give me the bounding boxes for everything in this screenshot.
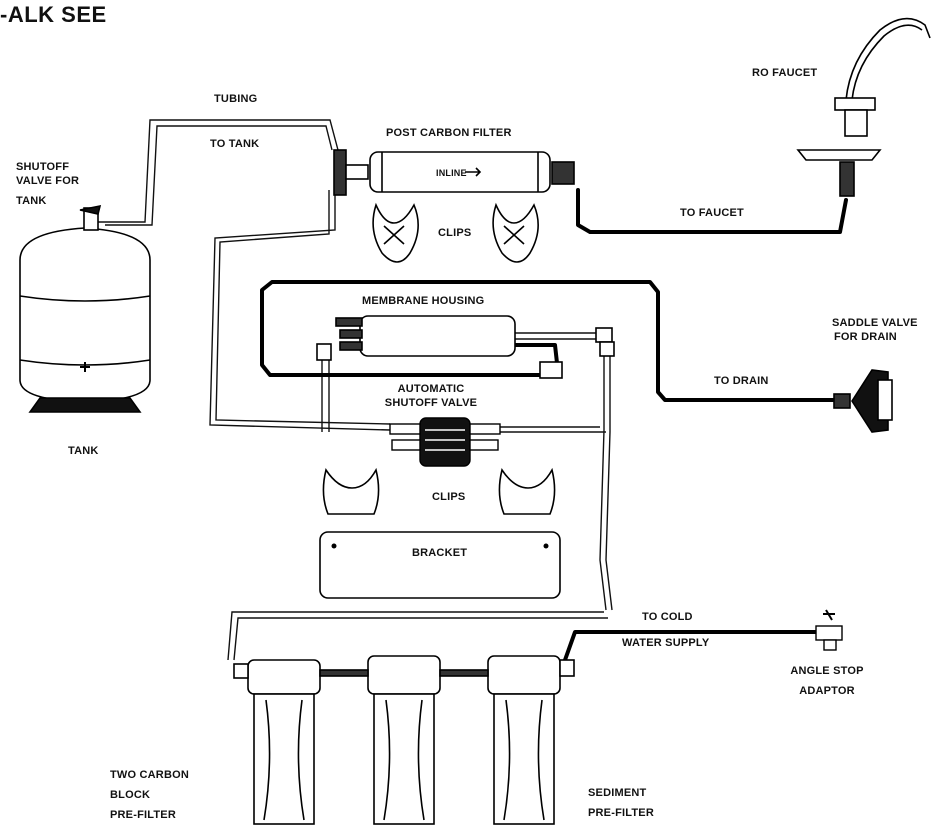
label-automatic-shutoff: AUTOMATIC SHUTOFF VALVE	[376, 382, 486, 410]
label-to-drain: TO DRAIN	[714, 375, 769, 387]
label-sediment-line2: PRE-FILTER	[588, 807, 654, 819]
label-angle-line2: ADAPTOR	[799, 685, 855, 697]
clips-middle-icon	[322, 467, 556, 515]
label-clips-middle: CLIPS	[432, 491, 466, 503]
thick-tubing	[260, 188, 848, 662]
label-post-carbon-filter: POST CARBON FILTER	[386, 127, 512, 139]
bracket-plate	[319, 531, 561, 599]
label-auto-line1: AUTOMATIC	[397, 383, 465, 395]
label-shutoff-line3: TANK	[16, 195, 47, 207]
label-ro-faucet: RO FAUCET	[752, 67, 818, 79]
label-angle-stop-adaptor: ANGLE STOP ADAPTOR	[782, 664, 872, 698]
label-inline: INLINE	[436, 168, 467, 178]
storage-tank	[19, 204, 151, 413]
inline-arrow-icon	[465, 167, 482, 177]
label-membrane-housing: MEMBRANE HOUSING	[362, 295, 485, 307]
label-auto-line2: SHUTOFF VALVE	[384, 397, 478, 409]
label-angle-line1: ANGLE STOP	[790, 665, 864, 677]
label-two-carbon-line1: TWO CARBON	[110, 769, 189, 781]
label-to-faucet: TO FAUCET	[680, 207, 744, 219]
ro-faucet	[796, 17, 931, 197]
label-to-cold-water: TO COLD WATER SUPPLY	[622, 610, 709, 650]
automatic-shutoff-valve	[389, 417, 501, 467]
label-to-cold-line1: TO COLD	[642, 611, 693, 623]
thin-tubing	[97, 119, 613, 661]
label-sediment-prefilter: SEDIMENT PRE-FILTER	[588, 786, 654, 820]
saddle-valve	[833, 369, 893, 433]
label-to-cold-line2: WATER SUPPLY	[622, 637, 710, 649]
label-shutoff-line1: SHUTOFF	[16, 161, 70, 173]
label-saddle-line1: SADDLE VALVE	[832, 317, 918, 329]
label-to-tank: TO TANK	[210, 138, 260, 150]
angle-stop-adaptor	[815, 609, 843, 651]
label-sediment-line1: SEDIMENT	[588, 787, 647, 799]
label-shutoff-valve-tank: SHUTOFF VALVE FOR TANK	[16, 160, 79, 208]
label-two-carbon-line3: PRE-FILTER	[110, 809, 176, 821]
label-two-carbon-prefilter: TWO CARBON BLOCK PRE-FILTER	[110, 768, 189, 822]
pre-filter-housings	[233, 655, 575, 825]
label-two-carbon-line2: BLOCK	[110, 789, 151, 801]
label-tubing: TUBING	[214, 93, 258, 105]
label-shutoff-line2: VALVE FOR	[16, 175, 80, 187]
page-title: -ALK SEE	[0, 2, 107, 27]
label-saddle-valve: SADDLE VALVE FOR DRAIN	[832, 316, 918, 344]
label-bracket: BRACKET	[412, 547, 468, 559]
tank-star-icon	[80, 362, 90, 372]
clips-top-icon	[372, 202, 539, 263]
post-carbon-filter	[333, 149, 575, 196]
label-saddle-line2: FOR DRAIN	[834, 331, 897, 343]
label-clips-top: CLIPS	[438, 227, 472, 239]
label-tank: TANK	[68, 445, 99, 457]
membrane-housing	[316, 315, 615, 379]
